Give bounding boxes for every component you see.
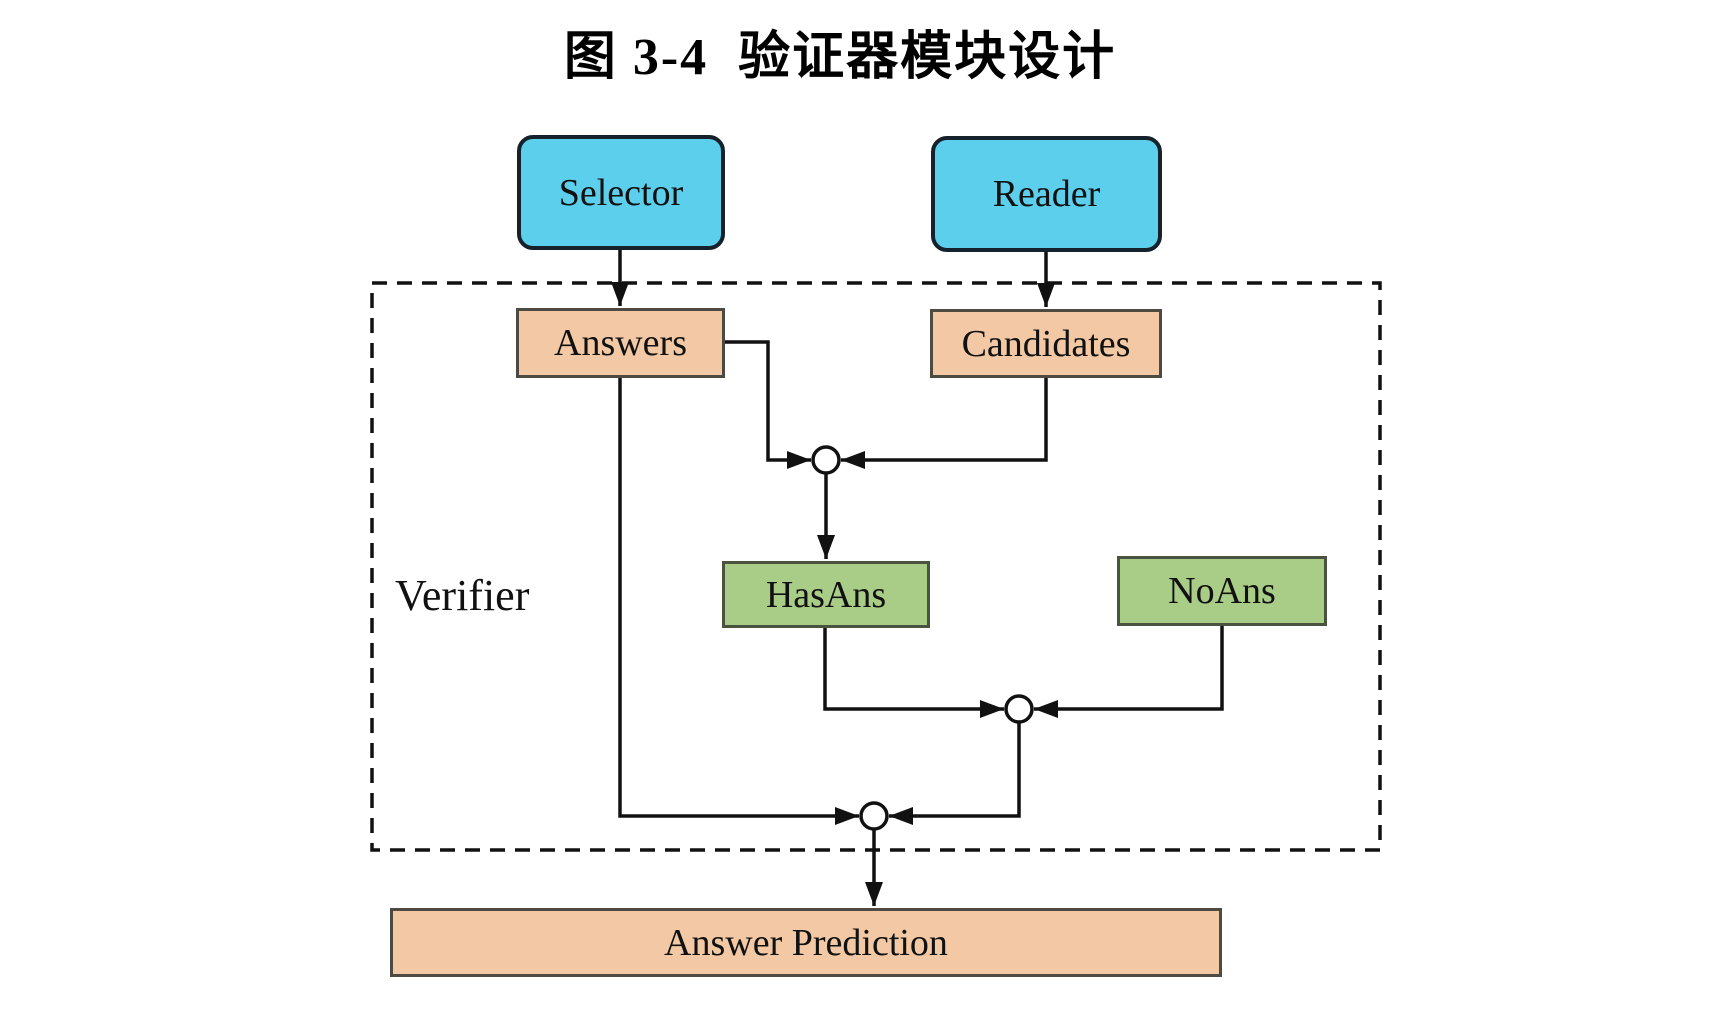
hasans-label: HasAns bbox=[765, 573, 887, 616]
edge-hasans-to-merge2 bbox=[823, 628, 1004, 718]
edge-noans-to-merge2 bbox=[1034, 626, 1224, 718]
figure-title: 图 3-4 验证器模块设计 bbox=[563, 29, 1117, 86]
merge-node-1 bbox=[811, 445, 841, 475]
merge-node-2 bbox=[1004, 694, 1034, 724]
answer-prediction-node: Answer Prediction bbox=[390, 908, 1222, 977]
noans-node: NoAns bbox=[1117, 556, 1327, 626]
edge-candidates-to-merge1 bbox=[841, 378, 1048, 469]
answers-node: Answers bbox=[516, 308, 725, 378]
edge-merge2-to-merge3 bbox=[889, 722, 1021, 825]
candidates-node: Candidates bbox=[930, 309, 1162, 378]
answer-prediction-label: Answer Prediction bbox=[664, 921, 948, 964]
verifier-label: Verifier bbox=[395, 571, 530, 620]
reader-node: Reader bbox=[931, 136, 1162, 252]
selector-label: Selector bbox=[558, 171, 684, 214]
merge-node-3 bbox=[859, 801, 889, 831]
edge-answers-to-merge1 bbox=[725, 340, 811, 469]
candidates-label: Candidates bbox=[961, 322, 1131, 365]
reader-label: Reader bbox=[992, 173, 1101, 215]
verifier-boundary bbox=[370, 281, 1382, 852]
hasans-node: HasAns bbox=[722, 561, 930, 628]
edge-answers-to-merge3 bbox=[618, 378, 859, 825]
selector-node: Selector bbox=[517, 135, 725, 250]
answers-label: Answers bbox=[554, 322, 687, 364]
noans-label: NoAns bbox=[1168, 570, 1276, 612]
